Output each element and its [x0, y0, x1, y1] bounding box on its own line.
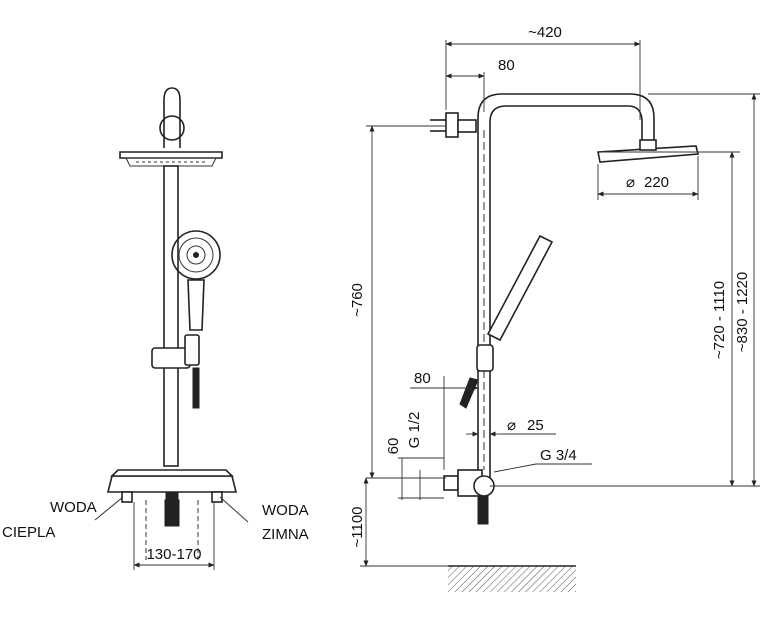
- side-view: [360, 40, 760, 592]
- hot-water-leader: [94, 496, 124, 521]
- cold-water-leader: [219, 496, 249, 523]
- side-head-shower: [597, 139, 700, 163]
- front-slider: [151, 334, 200, 409]
- front-head-joint: [159, 115, 185, 141]
- side-riser-inner: [489, 105, 643, 480]
- bar-height-text: ~720 - 1110: [711, 281, 728, 359]
- cold-water-label-2: ZIMNA: [262, 526, 309, 543]
- arm-offset-text: 80: [498, 57, 515, 74]
- head-diameter-symbol: ⌀: [626, 174, 635, 191]
- hot-water-label-2: CIEPLA: [2, 524, 55, 541]
- side-wall-bracket: [430, 112, 477, 138]
- side-mixer: [443, 469, 495, 525]
- front-riser-rod: [163, 165, 179, 467]
- arm-reach-text: ~420: [528, 24, 562, 41]
- head-height-text: ~830 - 1220: [734, 272, 751, 353]
- front-top-bracket: [163, 87, 181, 148]
- front-mixer: [106, 469, 238, 560]
- pipe-diameter-symbol: ⌀: [507, 417, 516, 434]
- front-view: [94, 87, 249, 570]
- offset-60-text: 60: [385, 438, 402, 455]
- mixer-offset-text: 80: [414, 370, 431, 387]
- pipe-diameter-text: 25: [527, 417, 544, 434]
- side-hand-shower: [459, 234, 554, 409]
- head-diameter-text: 220: [644, 174, 669, 191]
- thread-large-text: G 3/4: [540, 447, 577, 464]
- cold-water-label-1: WODA: [262, 502, 309, 519]
- thread-large-leader: [493, 463, 537, 473]
- front-hand-shower: [171, 230, 221, 331]
- thread-small-text: G 1/2: [406, 412, 423, 449]
- floor: [448, 565, 576, 592]
- side-riser-outer: [477, 93, 655, 480]
- floor-height-text: ~1100: [349, 506, 366, 547]
- hot-water-label-1: WODA: [50, 499, 97, 516]
- overall-height-text: ~760: [349, 283, 366, 317]
- spacing-dimension: 130-170: [146, 546, 201, 563]
- front-head-shower: [119, 151, 223, 167]
